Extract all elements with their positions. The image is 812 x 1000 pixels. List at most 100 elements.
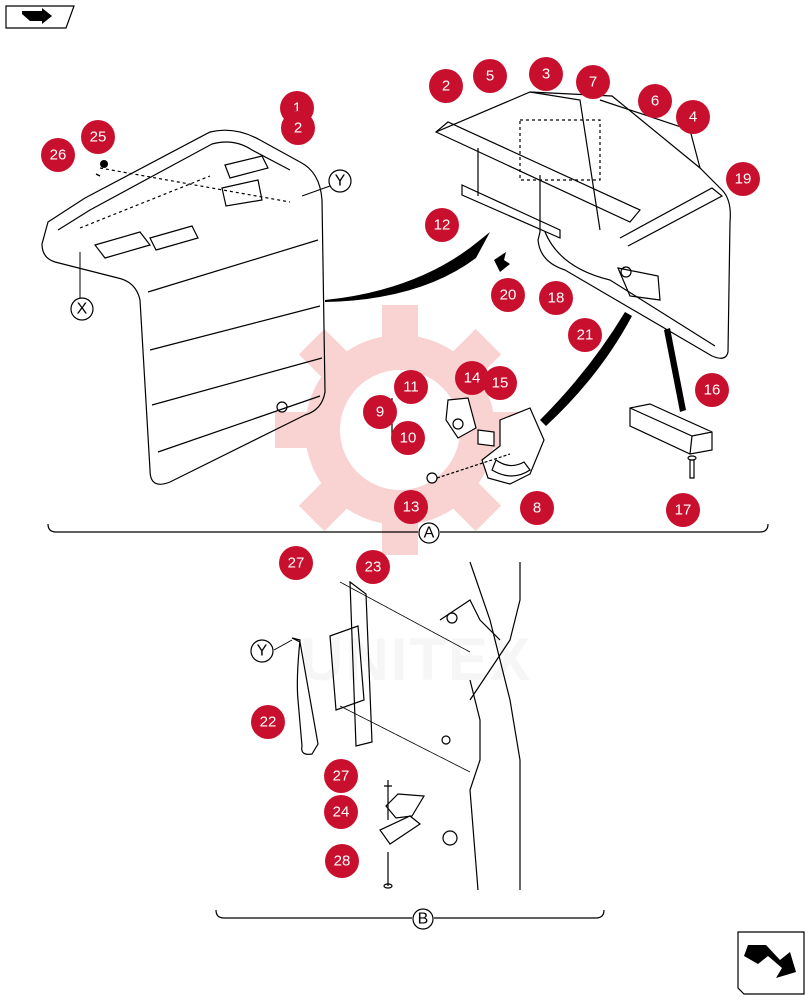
leader-21-arrow xyxy=(540,312,632,426)
callout-25[interactable]: 25 xyxy=(81,120,115,154)
callout-26[interactable]: 26 xyxy=(41,138,75,172)
callout-2-badge xyxy=(281,111,315,145)
callout-27-text: 27 xyxy=(288,555,305,572)
callout-24-badge xyxy=(324,795,358,829)
callout-8[interactable]: 8 xyxy=(520,491,554,525)
callout-27-badge xyxy=(324,759,358,793)
callout-20[interactable]: 20 xyxy=(491,278,525,312)
callout-7-badge xyxy=(576,65,610,99)
nav-forward-button[interactable] xyxy=(737,931,805,995)
callout-2[interactable]: 2 xyxy=(429,69,463,103)
section-a-bracket xyxy=(47,523,769,533)
ref-marker-y-top-text: Y xyxy=(335,173,346,190)
callout-13-badge xyxy=(394,490,428,524)
callout-27[interactable]: 27 xyxy=(324,759,358,793)
callout-28[interactable]: 28 xyxy=(325,844,359,878)
left-fender-drawing xyxy=(41,129,326,485)
arrow-20-icon xyxy=(494,252,510,272)
callout-28-badge xyxy=(325,844,359,878)
callout-18[interactable]: 18 xyxy=(539,281,573,315)
connector-arrow-a xyxy=(325,232,490,302)
callout-26-text: 26 xyxy=(50,147,67,164)
callout-19-badge xyxy=(726,162,760,196)
callout-10-text: 10 xyxy=(400,430,417,447)
callout-3-text: 3 xyxy=(542,66,550,83)
callout-13-text: 13 xyxy=(403,499,420,516)
callout-9-badge xyxy=(363,395,397,429)
callout-19[interactable]: 19 xyxy=(726,162,760,196)
block-16-drawing xyxy=(629,403,713,479)
callout-15[interactable]: 15 xyxy=(483,366,517,400)
section-b-text: B xyxy=(418,911,429,928)
callout-10[interactable]: 10 xyxy=(391,421,425,455)
callout-24-text: 24 xyxy=(333,804,350,821)
callout-25-text: 25 xyxy=(90,129,107,146)
callout-7[interactable]: 7 xyxy=(576,65,610,99)
callout-23[interactable]: 23 xyxy=(356,550,390,584)
callout-12-text: 12 xyxy=(434,217,451,234)
watermark-text: UNITEX xyxy=(300,626,532,693)
section-b-bracket xyxy=(215,909,605,919)
ref-marker-x-text: X xyxy=(77,301,88,318)
callout-7-text: 7 xyxy=(589,74,597,91)
nav-arrow-right-icon xyxy=(22,8,52,24)
callout-11-text: 11 xyxy=(403,379,419,396)
section-b-drawing xyxy=(291,561,521,891)
ref-marker-x: X xyxy=(70,252,94,321)
callout-17-badge xyxy=(666,493,700,527)
callout-2-text: 2 xyxy=(294,120,302,137)
callout-17[interactable]: 17 xyxy=(666,493,700,527)
callout-9[interactable]: 9 xyxy=(363,395,397,429)
callout-16[interactable]: 16 xyxy=(695,373,729,407)
callout-2-badge xyxy=(429,69,463,103)
callout-13[interactable]: 13 xyxy=(394,490,428,524)
callout-14-text: 14 xyxy=(464,370,481,387)
section-a-label: A xyxy=(418,522,440,544)
callout-14[interactable]: 14 xyxy=(455,361,489,395)
latch-assembly-drawing xyxy=(391,397,545,485)
ref-marker-y-bottom-text: Y xyxy=(257,643,268,660)
callout-4-badge xyxy=(676,100,710,134)
callout-6-text: 6 xyxy=(651,93,659,110)
nav-arrow-down-right-icon xyxy=(744,945,796,978)
callout-23-badge xyxy=(356,550,390,584)
callout-23-text: 23 xyxy=(365,559,382,576)
callout-3[interactable]: 3 xyxy=(529,57,563,91)
callout-4-text: 4 xyxy=(689,109,697,126)
section-b-label: B xyxy=(412,908,434,930)
callout-27[interactable]: 27 xyxy=(279,546,313,580)
callout-19-text: 19 xyxy=(735,171,752,188)
callout-20-badge xyxy=(491,278,525,312)
callout-5-text: 5 xyxy=(486,68,494,85)
callout-17-text: 17 xyxy=(675,502,692,519)
callout-27-text: 27 xyxy=(333,768,350,785)
callout-10-badge xyxy=(391,421,425,455)
callout-2[interactable]: 2 xyxy=(281,111,315,145)
ref-marker-y-bottom: Y xyxy=(250,639,293,663)
nav-back-button[interactable] xyxy=(5,5,75,29)
callout-24[interactable]: 24 xyxy=(324,795,358,829)
callout-26-badge xyxy=(41,138,75,172)
callout-22-text: 22 xyxy=(260,714,277,731)
callout-6[interactable]: 6 xyxy=(638,84,672,118)
callout-25-badge xyxy=(81,120,115,154)
callout-4[interactable]: 4 xyxy=(676,100,710,134)
nut-25-drawing xyxy=(95,160,108,177)
callout-1-text: 1 xyxy=(293,100,301,117)
callout-21-text: 21 xyxy=(577,327,594,344)
callout-22-badge xyxy=(251,705,285,739)
callout-11-badge xyxy=(394,370,428,404)
callout-8-text: 8 xyxy=(533,500,541,517)
callout-22[interactable]: 22 xyxy=(251,705,285,739)
callout-21[interactable]: 21 xyxy=(568,318,602,352)
callout-11[interactable]: 11 xyxy=(394,370,428,404)
callout-5[interactable]: 5 xyxy=(473,59,507,93)
callout-20-text: 20 xyxy=(500,287,517,304)
callout-8-badge xyxy=(520,491,554,525)
callout-15-badge xyxy=(483,366,517,400)
section-a-text: A xyxy=(424,525,435,542)
right-cab-drawing xyxy=(434,91,731,359)
callout-12[interactable]: 12 xyxy=(425,208,459,242)
